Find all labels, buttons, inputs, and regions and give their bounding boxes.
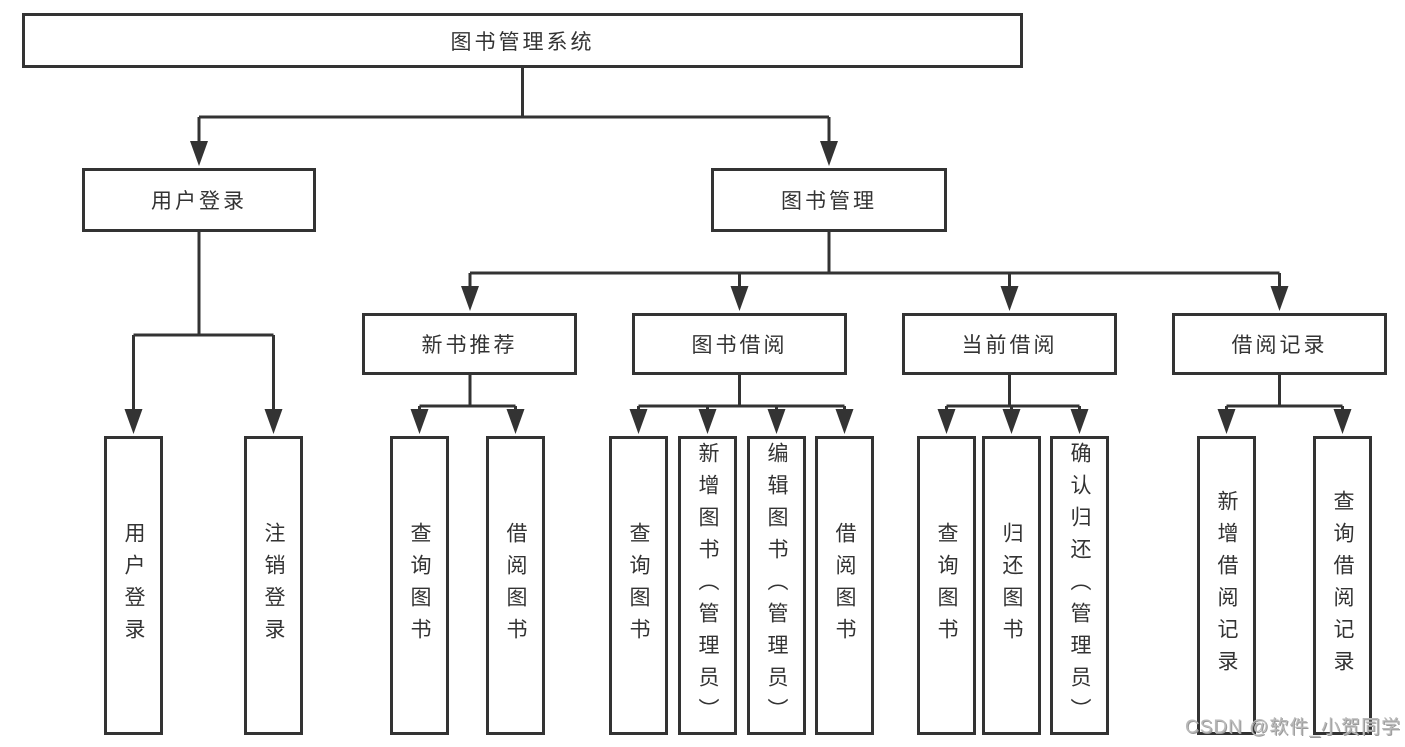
leaf-recommend-query-books: 查询图书: [390, 436, 449, 735]
arrowhead-icon: [264, 409, 283, 434]
arrowhead-icon: [190, 141, 208, 166]
arrowhead-icon: [1333, 409, 1352, 434]
leaf-borrow-add-books-admin: 新增图书（管理员）: [678, 436, 737, 735]
leaf-current-confirm-return-admin: 确认归还（管理员）: [1050, 436, 1109, 735]
arrowhead-icon: [730, 286, 749, 311]
arrowhead-icon: [1070, 409, 1089, 434]
arrowheads: [124, 141, 1352, 434]
leaf-borrow-borrow-books: 借阅图书: [815, 436, 874, 735]
leaf-borrow-edit-books-admin: 编辑图书（管理员）: [747, 436, 806, 735]
leaf-records-add-record: 新增借阅记录: [1197, 436, 1256, 735]
node-new-book-recommend: 新书推荐: [362, 313, 577, 375]
arrowhead-icon: [820, 141, 838, 166]
node-borrow-records: 借阅记录: [1172, 313, 1387, 375]
arrowhead-icon: [1270, 286, 1289, 311]
node-book-management: 图书管理: [711, 168, 947, 232]
leaf-records-query-record: 查询借阅记录: [1313, 436, 1372, 735]
arrowhead-icon: [1217, 409, 1236, 434]
leaf-borrow-query-books: 查询图书: [609, 436, 668, 735]
arrowhead-icon: [698, 409, 717, 434]
arrowhead-icon: [937, 409, 956, 434]
leaf-user-login: 用户登录: [104, 436, 163, 735]
arrowhead-icon: [767, 409, 786, 434]
leaf-current-query-books: 查询图书: [917, 436, 976, 735]
node-user-login: 用户登录: [82, 168, 316, 232]
arrowhead-icon: [629, 409, 648, 434]
node-current-borrow: 当前借阅: [902, 313, 1117, 375]
arrowhead-icon: [461, 286, 479, 311]
node-root-system: 图书管理系统: [22, 13, 1023, 68]
arrowhead-icon: [410, 409, 429, 434]
leaf-recommend-borrow-books: 借阅图书: [486, 436, 545, 735]
arrowhead-icon: [1000, 286, 1019, 311]
arrowhead-icon: [1002, 409, 1021, 434]
arrowhead-icon: [124, 409, 143, 434]
arrowhead-icon: [506, 409, 525, 434]
leaf-current-return-books: 归还图书: [982, 436, 1041, 735]
arrowhead-icon: [835, 409, 854, 434]
leaf-logout: 注销登录: [244, 436, 303, 735]
node-book-borrow: 图书借阅: [632, 313, 847, 375]
watermark: CSDN @软件_小贺同学: [1185, 717, 1401, 738]
